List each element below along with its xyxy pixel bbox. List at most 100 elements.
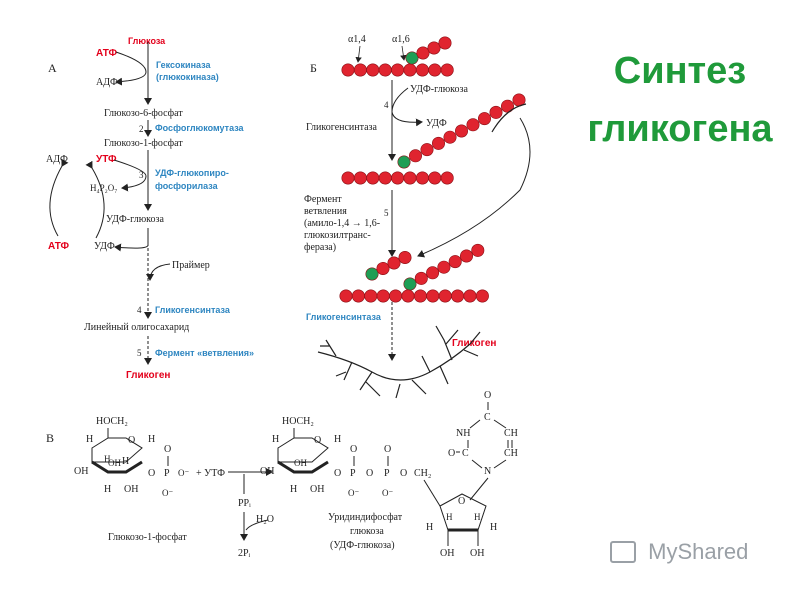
udp-caption-1: Уридиндифосфат: [328, 512, 403, 523]
glycogen-synthase-label-b2: Гликогенсинтаза: [306, 312, 382, 322]
primer-label: Праймер: [172, 260, 210, 271]
glycogen-synthase-label-b: Гликогенсинтаза: [306, 122, 378, 133]
linear-oligo-label: Линейный олигосахарид: [84, 322, 189, 333]
ribose-ring: [439, 493, 487, 531]
chain-mid-bead: [366, 171, 380, 185]
chain-bottom-bead: [339, 289, 353, 303]
slide-title-line2: гликогена: [587, 108, 773, 150]
chain-mid-bead: [415, 171, 429, 185]
step-4: 4: [137, 305, 142, 315]
glucose-label: Глюкоза: [128, 36, 166, 46]
oh-left-3: OH: [124, 484, 138, 495]
branch-lower-2-bead: [437, 260, 451, 274]
h-left-5: H: [122, 456, 129, 467]
plus-utp: + УТФ: [196, 468, 225, 479]
oh-right-1: OH: [294, 458, 307, 468]
chain-mid-bead: [428, 171, 442, 185]
udp-caption-2: глюкоза: [350, 526, 384, 537]
chain-diagonal-bead: [420, 143, 434, 157]
branch-top-bead: [416, 46, 430, 60]
uracil-nh: NH: [456, 428, 470, 439]
ring-o-right: O: [314, 435, 321, 446]
atp-label: АТФ: [96, 48, 117, 59]
chain-top-bead: [378, 63, 392, 77]
step-2: 2: [139, 124, 144, 134]
chain-diagonal-bead: [500, 99, 514, 113]
chain-mid-bead: [440, 171, 454, 185]
branching-enzyme-label-b-1: Фермент: [304, 194, 342, 205]
g1p-label: Глюкозо-1-фосфат: [104, 138, 183, 149]
chain-diagonal-bead: [466, 118, 480, 132]
branch-lower-1-bead: [387, 256, 401, 270]
udp-glucose-label-b: УДФ-глюкоза: [410, 84, 468, 95]
hoch2-right: HOCH₂: [282, 416, 314, 427]
h-left-3: H: [104, 454, 111, 464]
o-right-top-2: O: [384, 444, 391, 455]
panel-b-letter: Б: [310, 61, 317, 75]
ring-o-left: O: [128, 435, 135, 446]
oh-right-2: OH: [260, 466, 274, 477]
branching-enzyme-label-b-4: глюкозилтранс-: [304, 230, 371, 241]
glycogen-chains: [339, 36, 526, 303]
chain-mid-bead: [403, 171, 417, 185]
chain-top-bead: [440, 63, 454, 77]
o-left-link: O: [148, 468, 155, 479]
chain-diagonal-bead: [408, 149, 422, 163]
udp-caption-3: (УДФ-глюкоза): [330, 540, 395, 551]
branch-lower-2-bead: [426, 266, 440, 280]
two-pi-label: 2Pᵢ: [238, 548, 251, 559]
ch2-label: CH₂: [414, 468, 431, 479]
g6p-label: Глюкозо-6-фосфат: [104, 108, 183, 119]
h-right-4: H: [290, 484, 297, 495]
panel-c-letter: В: [46, 431, 54, 445]
branch-lower-2-bead: [403, 277, 417, 291]
chain-diagonal-bead: [489, 105, 503, 119]
o-left-top: O: [164, 444, 171, 455]
chain-diagonal-bead: [477, 112, 491, 126]
udpgpp-label-1: УДФ-глюкопиро-: [155, 168, 229, 178]
ribose-h2: H: [490, 522, 497, 533]
step-4-b: 4: [384, 100, 389, 110]
arrow-atp-adp: [115, 51, 147, 86]
h-right-2: H: [334, 434, 341, 445]
udp-label: УДФ: [94, 241, 115, 252]
chain-top-bead: [353, 63, 367, 77]
arrow-atp-cycle-right: [85, 160, 105, 239]
chain-top-bead: [428, 63, 442, 77]
uracil-n: N: [484, 466, 491, 477]
ominus-right-2: O⁻: [382, 488, 393, 498]
p-left: P: [164, 468, 170, 479]
chain-top-bead: [403, 63, 417, 77]
g1p-caption: Глюкозо-1-фосфат: [108, 532, 187, 543]
branch-lower-2-bead: [471, 243, 485, 257]
presentation-icon: [610, 541, 636, 564]
oh-left-1: OH: [108, 458, 121, 468]
uracil-ch1: CH: [504, 428, 518, 439]
uracil-ch2: CH: [504, 448, 518, 459]
ominus-left-bottom: O⁻: [162, 488, 173, 498]
arrow-utp-ppi: [113, 159, 147, 192]
chain-diagonal-bead: [431, 136, 445, 150]
step-5: 5: [137, 348, 142, 358]
h2o-label: H₂O: [256, 514, 274, 525]
panel-a-letter: А: [48, 61, 57, 75]
chain-mid-bead: [378, 171, 392, 185]
arrow-atp-cycle-left: [49, 158, 69, 237]
branch-lower-1-bead: [376, 261, 390, 275]
chain-bottom-bead: [463, 289, 477, 303]
ribose-oh1: OH: [440, 548, 454, 559]
bond-14-label: α1,4: [348, 34, 366, 45]
udp-glucose-label: УДФ-глюкоза: [106, 214, 164, 225]
chain-top-bead: [415, 63, 429, 77]
h-left-4: H: [104, 484, 111, 495]
adp-label-2: АДФ: [46, 154, 68, 165]
branch-top-bead: [405, 51, 419, 65]
branch-lower-2-bead: [459, 249, 473, 263]
h-left-2: H: [148, 434, 155, 445]
arrow-udpg-udp: [114, 228, 149, 252]
utp-label: УТФ: [96, 154, 117, 165]
arrow-bond14: [355, 45, 362, 63]
p-right-2: P: [384, 468, 390, 479]
